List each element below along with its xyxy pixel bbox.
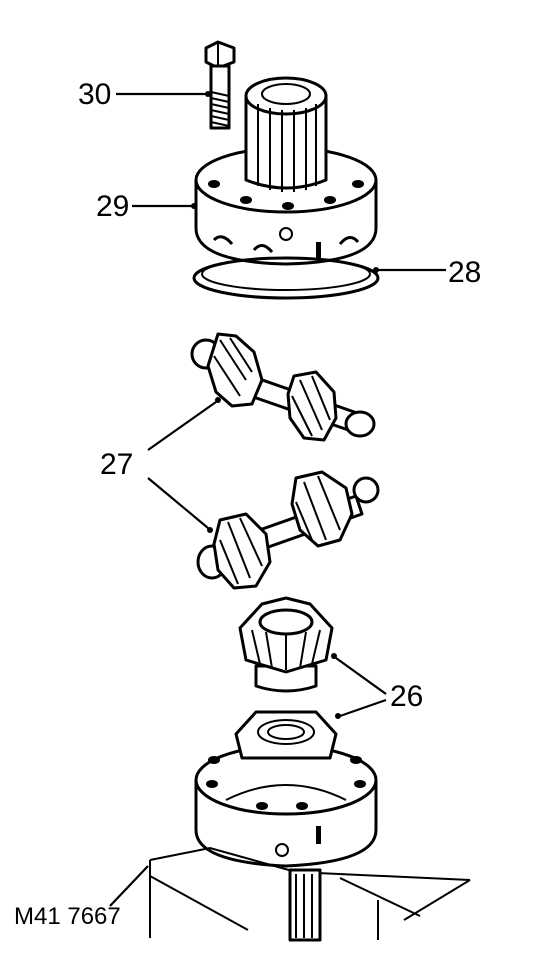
bolt-30 [204, 40, 236, 130]
pinion-shaft-lower-27 [196, 470, 380, 590]
side-gear-26 [238, 596, 334, 693]
callout-26: 26 [390, 680, 423, 713]
differential-case-lower-26 [194, 710, 378, 868]
differential-case-upper-29 [194, 76, 378, 266]
leader-lines [109, 91, 446, 907]
callout-30: 30 [78, 78, 111, 111]
callout-28: 28 [448, 256, 481, 289]
housing-base [149, 846, 471, 942]
pinion-shaft-upper-27 [190, 332, 376, 442]
callout-27: 27 [100, 448, 133, 481]
thrust-ring-28 [192, 256, 380, 300]
callout-29: 29 [96, 190, 129, 223]
figure-reference: M41 7667 [14, 903, 121, 930]
